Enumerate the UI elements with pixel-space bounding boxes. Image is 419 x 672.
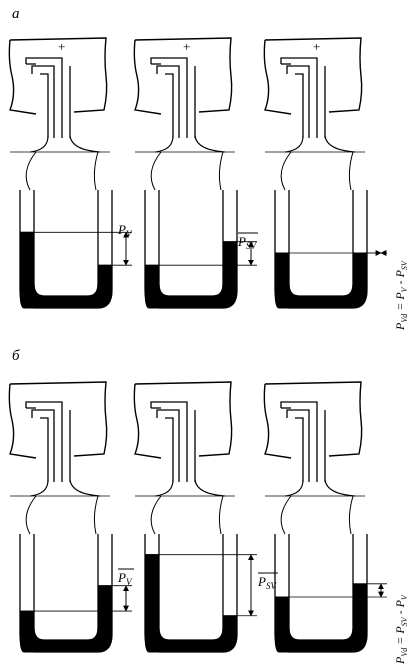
plus-sign: + [313,39,320,54]
u-tube-manometer [274,534,387,653]
formula-a3: PVd = PV - PSV [393,260,409,331]
label-pv-a1: PV [117,222,133,239]
u-tube-manometer [19,534,132,653]
plus-sign: + [183,39,190,54]
pitot-device [263,381,387,653]
svg-text:PVd = PSV - PV: PVd = PSV - PV [393,594,409,665]
svg-text:PVd = PV - PSV: PVd = PV - PSV [393,260,409,331]
pitot-device [133,381,257,653]
svg-text:PV: PV [117,222,133,239]
label-psv-b2: PSV [257,572,278,591]
pitot-device [8,381,132,653]
section-label-a: а [12,6,20,22]
section-label-b: б [12,348,20,364]
pitot-device: + [133,37,257,309]
plus-sign: + [58,39,65,54]
label-pv-b1: PV [117,568,134,587]
label-psv-a2: PSV [237,232,258,251]
u-tube-manometer [19,190,132,309]
formula-b3: PVd = PSV - PV [393,594,409,665]
svg-text:PSV: PSV [237,234,257,251]
u-tube-manometer [274,190,387,309]
u-tube-manometer [144,534,257,653]
svg-text:PV: PV [117,570,133,587]
u-tube-manometer [144,190,257,309]
pitot-device: + [263,37,387,309]
pitot-device: + [8,37,132,309]
svg-text:PSV: PSV [257,574,277,591]
